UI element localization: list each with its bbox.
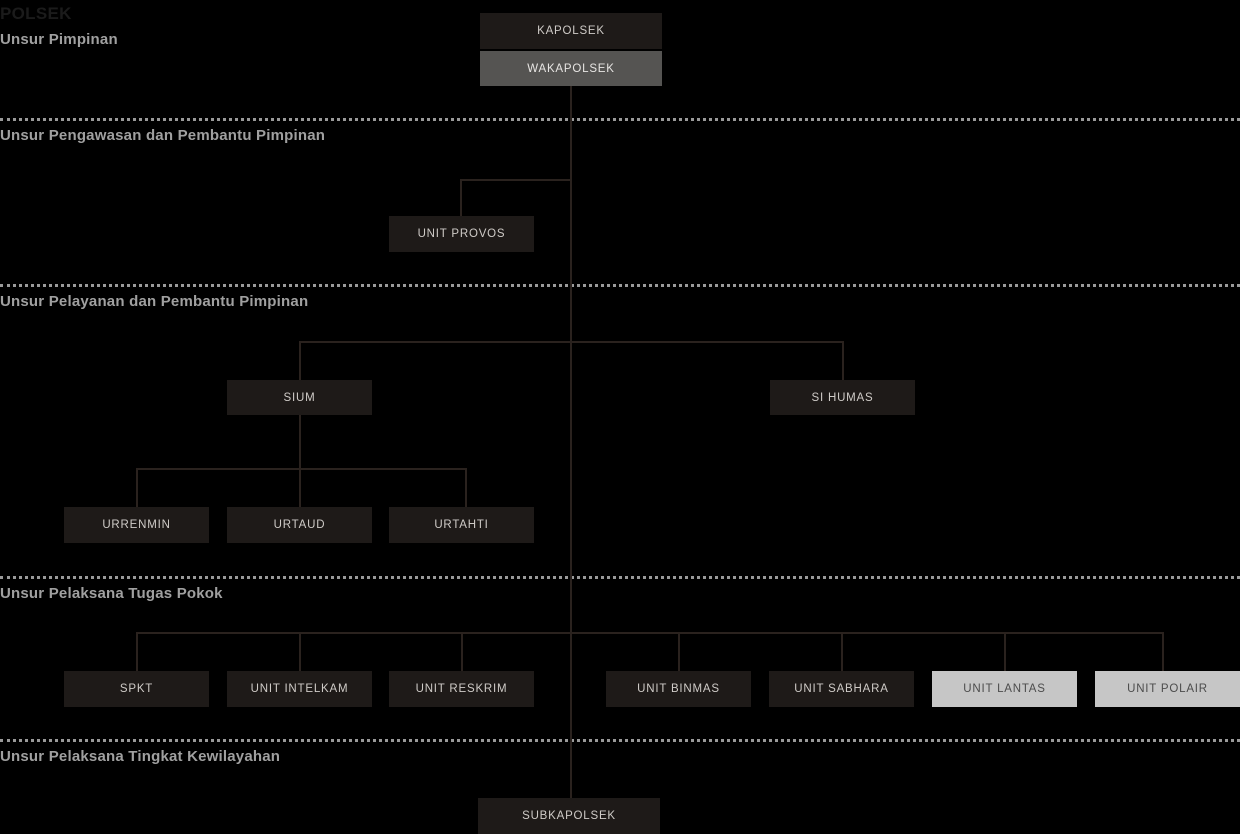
node-kapolsek[interactable]: KAPOLSEK <box>480 13 662 49</box>
connector-sium-drop <box>299 341 301 380</box>
connector-unit-provos-vertical <box>460 179 462 220</box>
section-label-unsur-pelayanan: Unsur Pelayanan dan Pembantu Pimpinan <box>0 293 309 310</box>
node-urtahti[interactable]: URTAHTI <box>389 507 534 543</box>
node-unit-intelkam[interactable]: UNIT INTELKAM <box>227 671 372 707</box>
node-spkt[interactable]: SPKT <box>64 671 209 707</box>
node-unit-sabhara[interactable]: UNIT SABHARA <box>769 671 914 707</box>
section-label-unsur-pengawasan: Unsur Pengawasan dan Pembantu Pimpinan <box>0 127 326 144</box>
connector-unit-sabhara-drop <box>841 632 843 671</box>
section-label-unsur-pelaksana-tugas-pokok: Unsur Pelaksana Tugas Pokok <box>0 585 223 602</box>
connector-sium-down <box>299 415 301 468</box>
connector-ur-bus <box>136 468 466 470</box>
divider-tugas-pokok <box>0 576 1240 579</box>
connector-unit-polair-drop <box>1162 632 1164 671</box>
node-wakapolsek[interactable]: WAKAPOLSEK <box>480 51 662 86</box>
divider-kewilayahan <box>0 739 1240 742</box>
node-unit-reskrim[interactable]: UNIT RESKRIM <box>389 671 534 707</box>
connector-urrenmin-drop <box>136 468 138 507</box>
node-urtaud[interactable]: URTAUD <box>227 507 372 543</box>
connector-unit-intelkam-drop <box>299 632 301 671</box>
node-unit-binmas[interactable]: UNIT BINMAS <box>606 671 751 707</box>
connector-main-spine <box>570 85 572 798</box>
node-si-humas[interactable]: SI HUMAS <box>770 380 915 415</box>
node-sium[interactable]: SIUM <box>227 380 372 415</box>
connector-urtahti-drop <box>465 468 467 507</box>
node-unit-provos[interactable]: UNIT PROVOS <box>389 216 534 252</box>
node-subkapolsek[interactable]: SUBKAPOLSEK <box>478 798 660 834</box>
connector-unit-provos-horizontal <box>460 179 571 181</box>
node-unit-lantas[interactable]: UNIT LANTAS <box>932 671 1077 707</box>
connector-si-humas-drop <box>842 341 844 380</box>
section-label-unsur-pimpinan: Unsur Pimpinan <box>0 31 118 48</box>
page-title: POLSEK <box>0 4 72 23</box>
connector-spkt-drop <box>136 632 138 671</box>
connector-urtaud-drop <box>299 468 301 507</box>
divider-pelayanan <box>0 284 1240 287</box>
section-label-unsur-pelaksana-kewilayahan: Unsur Pelaksana Tingkat Kewilayahan <box>0 748 281 765</box>
connector-unit-reskrim-drop <box>461 632 463 671</box>
divider-pengawasan <box>0 118 1240 121</box>
connector-tugas-pokok-bus <box>136 632 1163 634</box>
connector-unit-lantas-drop <box>1004 632 1006 671</box>
connector-pelayanan-bus <box>299 341 844 343</box>
connector-unit-binmas-drop <box>678 632 680 671</box>
node-unit-polair[interactable]: UNIT POLAIR <box>1095 671 1240 707</box>
node-urrenmin[interactable]: URRENMIN <box>64 507 209 543</box>
